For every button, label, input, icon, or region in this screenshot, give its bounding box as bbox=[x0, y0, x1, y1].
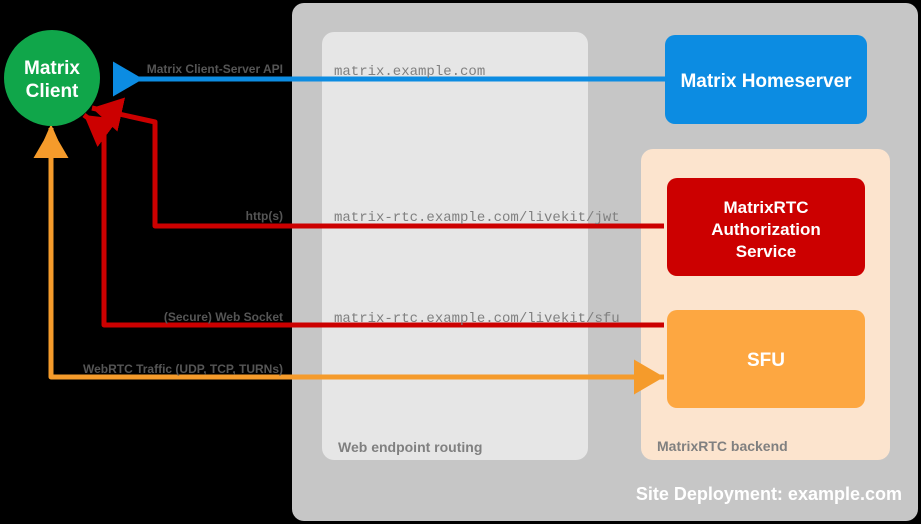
endpoint-sfu-label: matrix-rtc.example.com/livekit/sfu bbox=[334, 311, 620, 327]
matrix-homeserver-label: Matrix Homeserver bbox=[680, 71, 852, 92]
matrix-client-label-line1: Matrix bbox=[24, 58, 80, 79]
matrixrtc-authorization-service-node[interactable]: MatrixRTC Authorization Service bbox=[667, 178, 865, 276]
flow-websocket-label: (Secure) Web Socket bbox=[164, 310, 283, 324]
sfu-node[interactable]: SFU bbox=[667, 310, 865, 408]
site-deployment-label: Site Deployment: example.com bbox=[636, 484, 902, 504]
matrixrtc-backend-label: MatrixRTC backend bbox=[657, 438, 788, 454]
matrix-client-label-line2: Client bbox=[26, 81, 79, 102]
authorization-service-label-line3: Service bbox=[736, 242, 797, 261]
web-endpoint-routing-container bbox=[322, 32, 588, 460]
web-endpoint-routing-label: Web endpoint routing bbox=[338, 439, 482, 455]
flow-https-label: http(s) bbox=[246, 209, 283, 223]
flow-https bbox=[91, 97, 664, 229]
flow-websocket bbox=[82, 113, 664, 328]
endpoint-matrix-label: matrix.example.com bbox=[334, 64, 485, 80]
authorization-service-label-line2: Authorization bbox=[711, 220, 821, 239]
flow-webrtc-label: WebRTC Traffic (UDP, TCP, TURNs) bbox=[83, 362, 283, 376]
flow-webrtc bbox=[33, 124, 664, 395]
matrix-client-node[interactable]: Matrix Client bbox=[4, 30, 100, 126]
flow-client-server-api-label: Matrix Client-Server API bbox=[147, 62, 283, 76]
endpoint-jwt-label: matrix-rtc.example.com/livekit/jwt bbox=[334, 210, 620, 226]
matrix-homeserver-node[interactable]: Matrix Homeserver bbox=[665, 35, 867, 124]
sfu-label: SFU bbox=[747, 350, 785, 371]
authorization-service-label-line1: MatrixRTC bbox=[723, 198, 808, 217]
